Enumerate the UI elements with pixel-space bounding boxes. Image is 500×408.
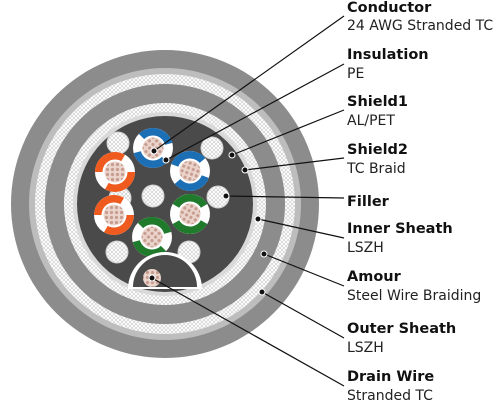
shield2-title: Shield2 — [347, 142, 408, 158]
outer-sheath-leader-dot — [258, 288, 266, 296]
drain-wire-title: Drain Wire — [347, 369, 434, 385]
amour-leader-line — [263, 253, 345, 287]
conductor-leader-dot — [150, 147, 158, 155]
cable-body — [11, 50, 319, 358]
amour-leader-dot — [260, 250, 268, 258]
insulated-conductor-5 — [170, 194, 210, 234]
shield2-leader-dot — [241, 166, 249, 174]
amour-detail: Steel Wire Braiding — [347, 288, 481, 304]
inner-sheath-leader-line — [257, 218, 345, 239]
shield1-detail: AL/PET — [347, 113, 395, 129]
insulation-title: Insulation — [347, 47, 429, 63]
drain-wire-pocket — [128, 252, 202, 289]
shield1-title: Shield1 — [347, 94, 408, 110]
filler-4 — [105, 240, 129, 264]
conductor-detail: 24 AWG Stranded TC — [347, 18, 493, 34]
insulated-conductor-2 — [95, 152, 135, 192]
outer-sheath-title: Outer Sheath — [347, 321, 456, 337]
outer-sheath-detail: LSZH — [347, 340, 384, 356]
drain-wire-leader-dot — [148, 274, 156, 282]
filler-group — [105, 131, 230, 264]
shield2-detail: TC Braid — [346, 161, 406, 177]
inner-sheath-leader-dot — [254, 215, 262, 223]
filler-1 — [106, 131, 130, 155]
shield1-leader-dot — [228, 151, 236, 159]
insulation-leader-dot — [162, 156, 170, 164]
filler-3 — [141, 184, 165, 208]
filler-title: Filler — [347, 194, 390, 210]
insulated-conductor-3 — [170, 151, 210, 191]
filler-leader-line — [225, 195, 345, 199]
label-column: Conductor 24 AWG Stranded TC Insulation … — [346, 0, 493, 404]
insulated-conductor-4 — [94, 195, 134, 235]
filler-2 — [200, 136, 224, 160]
filler-leader-dot — [222, 192, 230, 200]
conductor-leader-line — [153, 15, 345, 152]
inner-sheath-detail: LSZH — [347, 240, 384, 256]
insulation-detail: PE — [347, 66, 364, 82]
amour-title: Amour — [347, 269, 402, 285]
inner-sheath-title: Inner Sheath — [347, 221, 453, 237]
drain-wire-leader-line — [151, 277, 345, 387]
insulated-conductor-6 — [132, 217, 172, 257]
leader-lines — [148, 15, 345, 387]
shield1-leader-line — [231, 109, 345, 156]
twisted-pairs-group — [94, 128, 210, 257]
shield2-leader-line — [244, 157, 345, 171]
conductor-title: Conductor — [347, 0, 432, 16]
outer-sheath-leader-line — [261, 291, 345, 339]
insulation-leader-line — [165, 63, 345, 161]
drain-wire-detail: Stranded TC — [347, 388, 433, 403]
